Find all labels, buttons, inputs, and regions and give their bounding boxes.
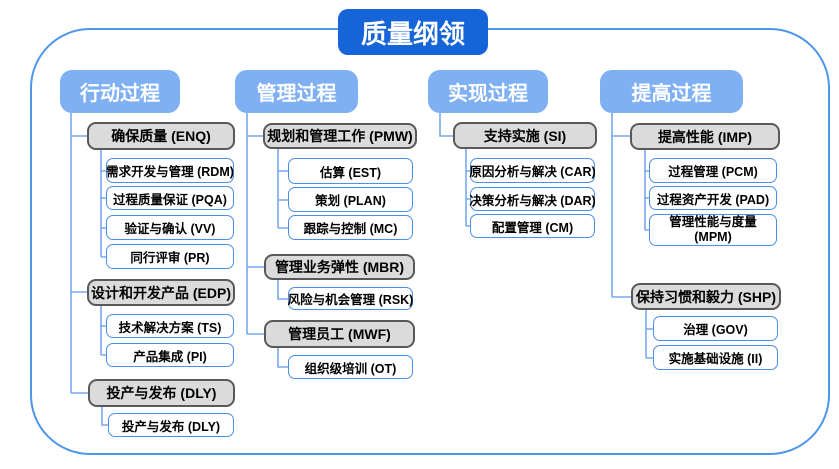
group-shp: 保持习惯和毅力 (SHP) — [631, 283, 781, 310]
leaf-dly: 投产与发布 (DLY) — [108, 413, 234, 437]
leaf-mpm: 管理性能与度量 (MPM) — [649, 214, 777, 246]
leaf-gov: 治理 (GOV) — [653, 316, 778, 341]
leaf-plan: 策划 (PLAN) — [288, 187, 413, 212]
header-improvement-process: 提高过程 — [600, 70, 743, 113]
header-realization-process: 实现过程 — [428, 70, 548, 113]
leaf-pcm: 过程管理 (PCM) — [649, 158, 777, 183]
leaf-rsk: 风险与机会管理 (RSK) — [288, 287, 413, 310]
leaf-ii: 实施基础设施 (II) — [653, 345, 778, 370]
group-imp: 提高性能 (IMP) — [630, 123, 780, 150]
group-mwf: 管理员工 (MWF) — [264, 320, 415, 348]
group-si: 支持实施 (SI) — [453, 122, 597, 149]
diagram-title: 质量纲领 — [338, 9, 488, 55]
group-dly: 投产与发布 (DLY) — [88, 379, 235, 407]
leaf-ts: 技术解决方案 (TS) — [106, 314, 234, 338]
group-edp: 设计和开发产品 (EDP) — [87, 279, 235, 306]
leaf-pi: 产品集成 (PI) — [106, 343, 234, 367]
leaf-car: 原因分析与解决 (CAR) — [469, 158, 596, 183]
leaf-rdm: 需求开发与管理 (RDM) — [106, 158, 234, 183]
leaf-dar: 决策分析与解决 (DAR) — [469, 187, 596, 211]
leaf-est: 估算 (EST) — [288, 158, 413, 184]
header-action-process: 行动过程 — [60, 70, 180, 113]
leaf-mc: 跟踪与控制 (MC) — [288, 215, 413, 240]
group-enq: 确保质量 (ENQ) — [87, 122, 235, 150]
header-management-process: 管理过程 — [235, 70, 358, 113]
leaf-cm: 配置管理 (CM) — [470, 214, 595, 238]
leaf-ot: 组织级培训 (OT) — [288, 355, 413, 379]
leaf-vv: 验证与确认 (VV) — [106, 215, 234, 240]
group-pmw: 规划和管理工作 (PMW) — [263, 123, 417, 149]
leaf-pr: 同行评审 (PR) — [106, 244, 234, 269]
leaf-pqa: 过程质量保证 (PQA) — [106, 186, 234, 210]
leaf-pad: 过程资产开发 (PAD) — [649, 186, 777, 210]
group-mbr: 管理业务弹性 (MBR) — [264, 254, 415, 280]
